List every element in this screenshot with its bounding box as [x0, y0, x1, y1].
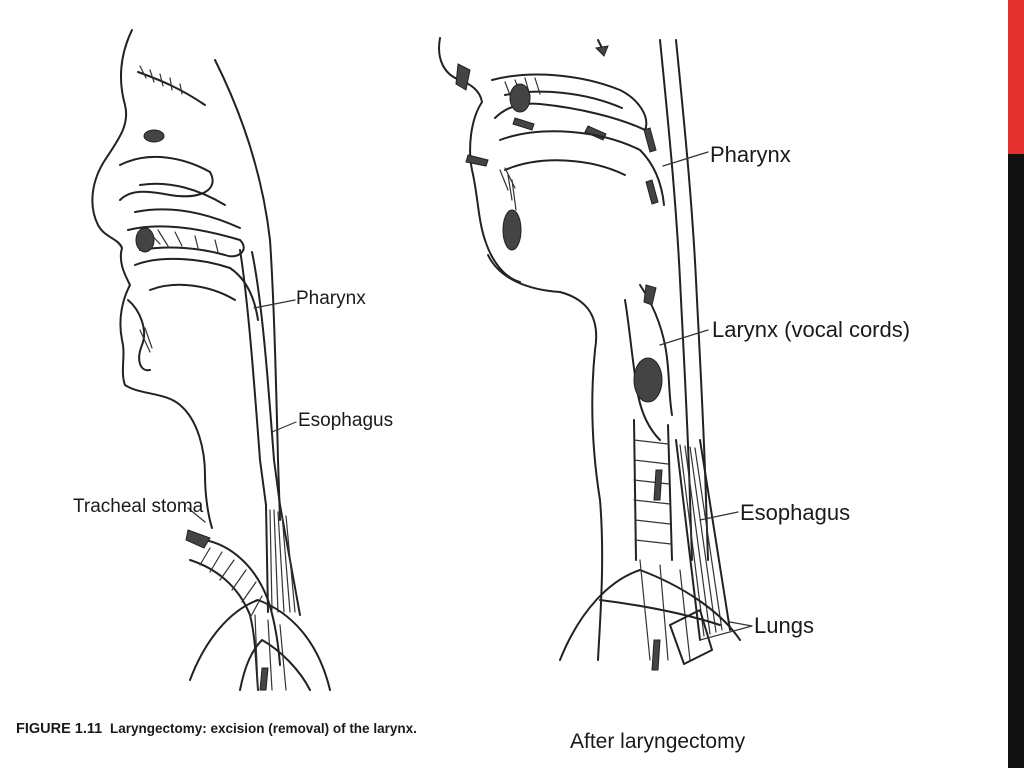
right-anatomy-drawing	[438, 37, 753, 671]
left-label-pharynx: Pharynx	[296, 288, 366, 309]
left-label-esophagus: Esophagus	[298, 410, 393, 431]
figure-caption-number: FIGURE 1.11	[16, 721, 102, 737]
right-label-lungs: Lungs	[754, 613, 814, 638]
right-label-larynx: Larynx (vocal cords)	[712, 317, 910, 342]
left-label-tracheal-stoma: Tracheal stoma	[73, 496, 204, 517]
figure-caption-text: Laryngectomy: excision (removal) of the …	[110, 721, 417, 736]
slide-accent-stripe	[1008, 0, 1024, 154]
right-label-esophagus: Esophagus	[740, 500, 850, 525]
slide-edge-bar	[1008, 0, 1024, 768]
left-anatomy-drawing	[91, 29, 331, 691]
after-laryngectomy-caption: After laryngectomy	[570, 730, 746, 753]
right-label-pharynx: Pharynx	[710, 142, 791, 167]
